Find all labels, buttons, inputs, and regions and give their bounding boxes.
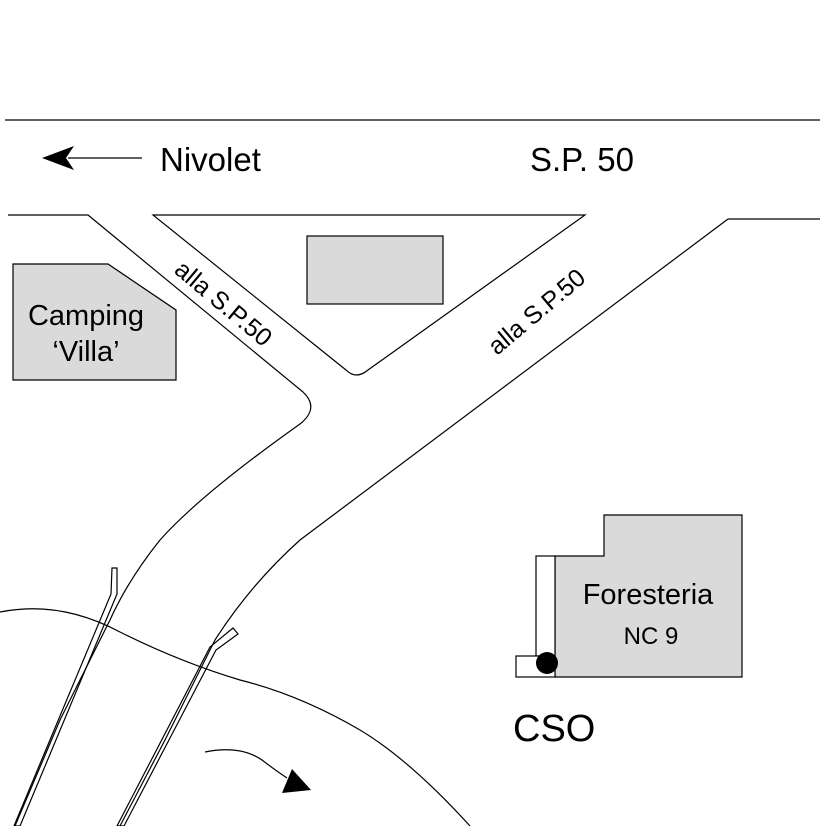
foresteria-building: Foresteria NC 9 — [515, 514, 743, 678]
road-label-right: alla S.P.50 — [483, 263, 591, 360]
foresteria-label: Foresteria — [583, 579, 714, 611]
curved-arrow-icon — [204, 749, 311, 793]
side-track-left — [13, 567, 118, 826]
road-left-west-edge — [8, 214, 312, 826]
building-triangle — [306, 235, 444, 305]
foresteria-code-label: NC 9 — [624, 623, 679, 650]
stream-line — [0, 608, 471, 826]
road-right-east-edge — [119, 218, 729, 826]
road-label-left: alla S.P.50 — [169, 255, 277, 352]
cso-label: CSO — [513, 708, 595, 750]
arrow-left-icon — [42, 146, 142, 170]
camping-label-line2: ‘Villa’ — [52, 336, 119, 368]
side-track-center — [116, 627, 239, 826]
camping-label-line1: Camping — [28, 300, 144, 332]
triangle-island — [151, 214, 587, 376]
nivolet-label: Nivolet — [160, 141, 261, 178]
sp50-label: S.P. 50 — [530, 141, 634, 178]
camping-villa: Camping ‘Villa’ — [12, 263, 177, 381]
location-dot-icon — [536, 652, 558, 674]
